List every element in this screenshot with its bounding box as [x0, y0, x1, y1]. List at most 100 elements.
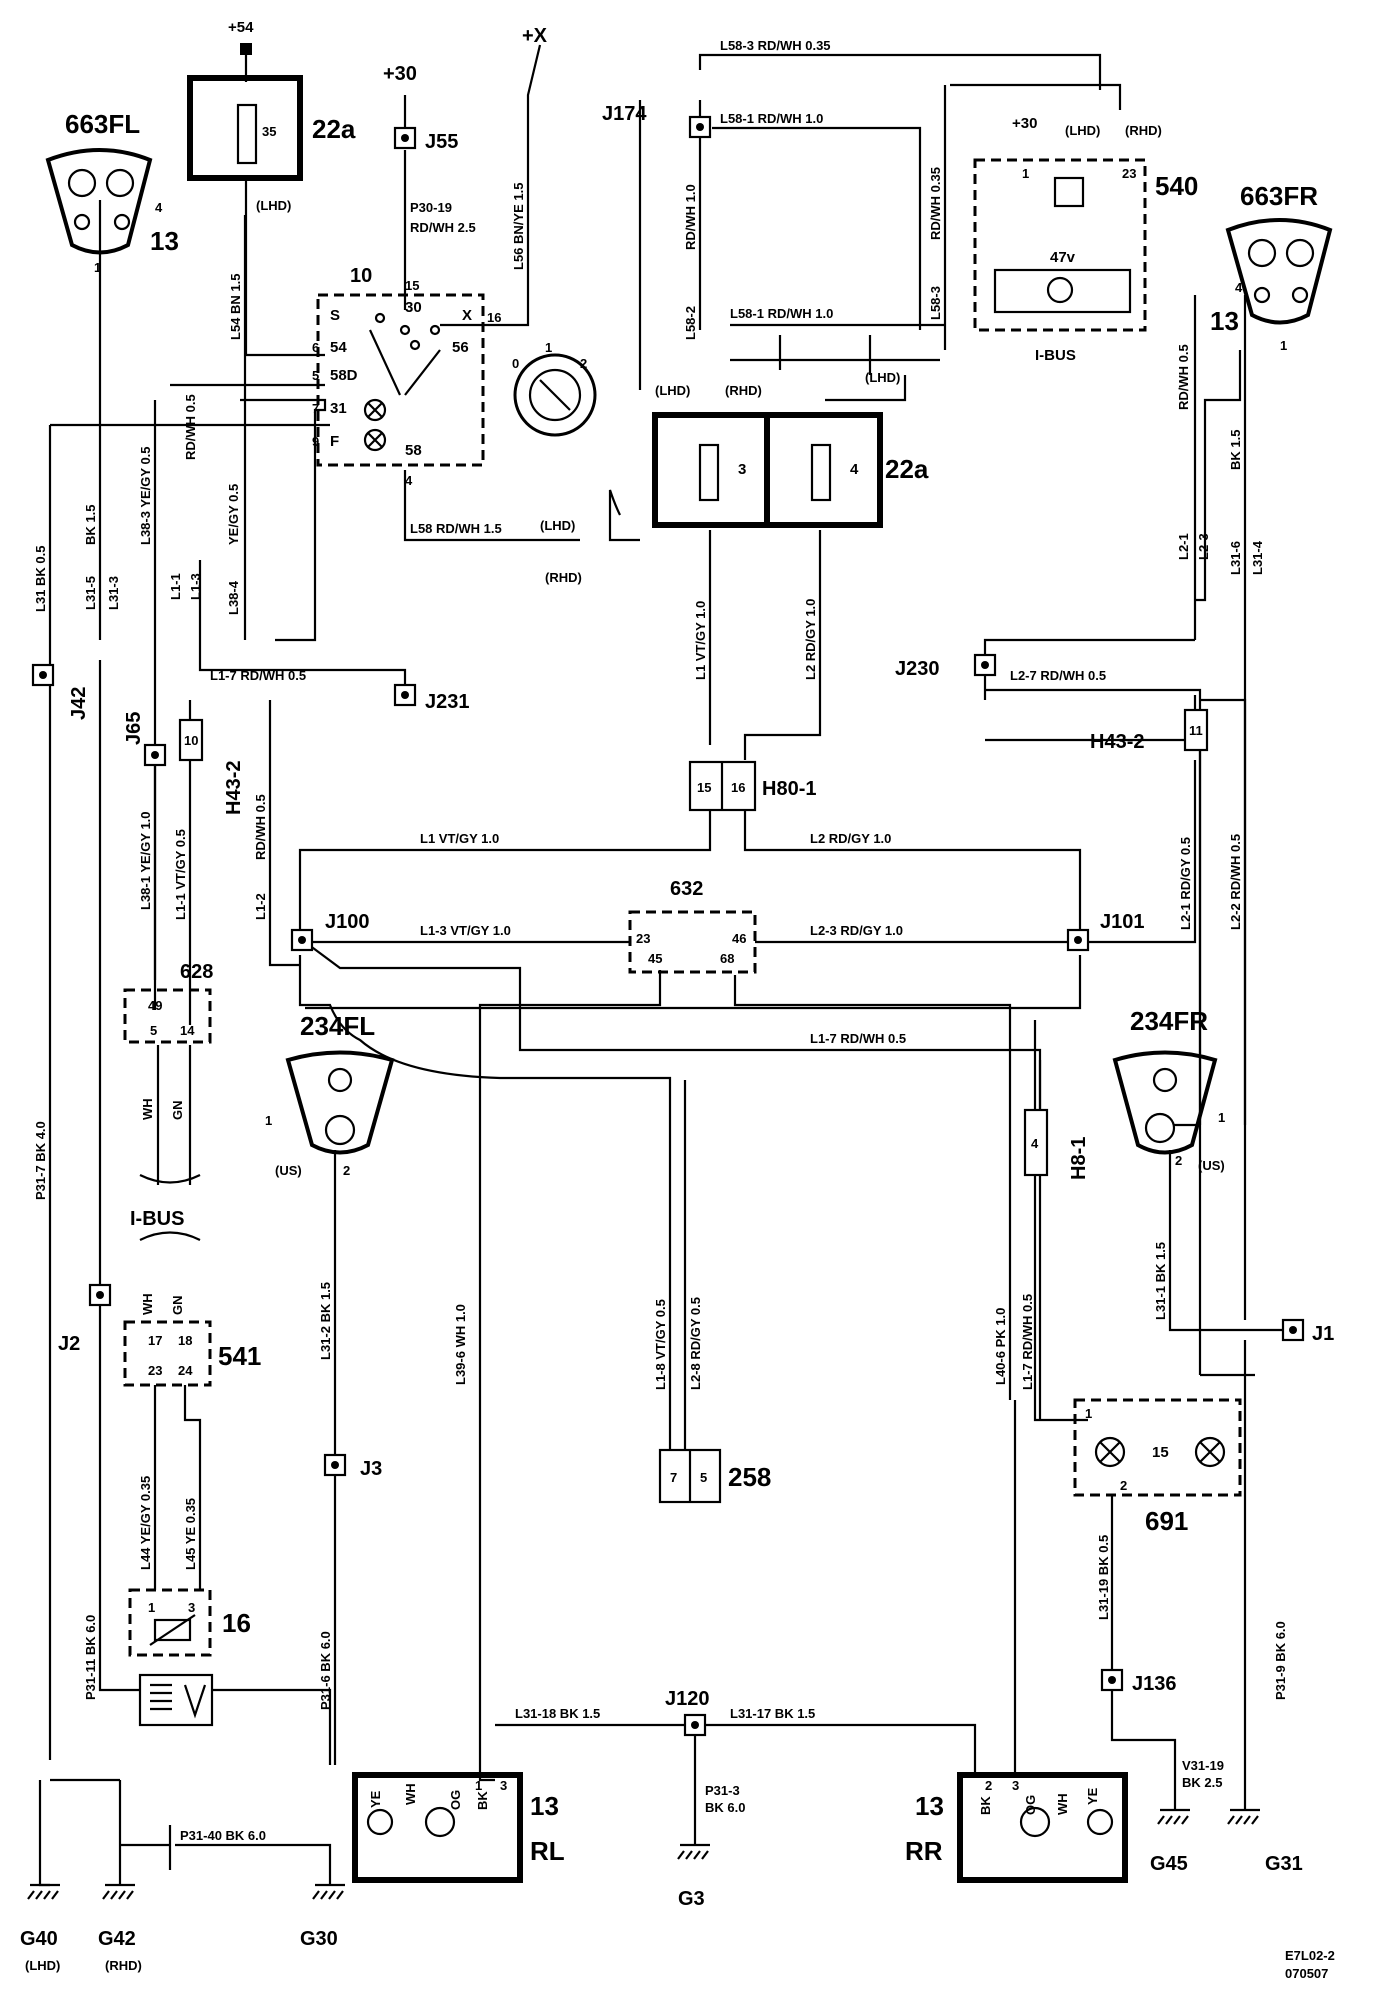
plus30-540-label: +30 — [1012, 115, 1037, 132]
fuse-4-label: 4 — [850, 461, 859, 478]
wire-label: P31-3 — [705, 1783, 740, 1798]
wire-label: L2-1 — [1176, 533, 1191, 560]
plus54-terminal — [240, 43, 252, 55]
wire-label: L31-4 — [1250, 540, 1265, 575]
h80-pin-15: 15 — [697, 780, 711, 795]
pin-58d: 58D — [330, 367, 358, 384]
fuse-35-label: 35 — [262, 124, 276, 139]
rr-pin-ye: YE — [1085, 1787, 1100, 1805]
wire-label: P31-9 BK 6.0 — [1273, 1621, 1288, 1700]
fuse-3-icon — [698, 443, 720, 502]
bulb-dual-icon — [424, 1806, 456, 1838]
sfr-pin-2: 2 — [1175, 1153, 1182, 1168]
wire-label: L39-6 WH 1.0 — [453, 1304, 468, 1385]
rl-label: RL — [530, 1836, 565, 1866]
wire-label: BK 2.5 — [1182, 1775, 1222, 1790]
rhd-note-1: (RHD) — [725, 383, 762, 398]
wire-label: L1-7 RD/WH 0.5 — [1020, 1294, 1035, 1390]
wire-label: L58-2 — [683, 306, 698, 340]
pin-5: 5 — [312, 368, 319, 383]
wire-labels: L58-3 RD/WH 0.35 L58-1 RD/WH 1.0 RD/WH 1… — [33, 38, 1288, 1843]
wire-label: L44 YE/GY 0.35 — [138, 1476, 153, 1570]
module-540-sub: 47v — [1050, 249, 1076, 266]
bulb-icon — [1247, 238, 1277, 268]
fl-13-label: 13 — [150, 226, 179, 256]
lhd-note-5: (LHD) — [1065, 123, 1100, 138]
wire-label: L45 YE 0.35 — [183, 1498, 198, 1570]
j1-label: J1 — [1312, 1323, 1334, 1345]
fog-light-icon — [1053, 176, 1085, 208]
s16-pin-3: 3 — [188, 1600, 195, 1615]
wire-label: L1-3 VT/GY 1.0 — [420, 923, 511, 938]
sfl-pin-2: 2 — [343, 1163, 350, 1178]
wire-label: P30-19 — [410, 200, 452, 215]
dial-2: 2 — [580, 356, 587, 371]
l691-pin-1: 1 — [1085, 1406, 1092, 1421]
pin-7: 7 — [312, 401, 319, 416]
e628-pin-49: 49 — [148, 998, 162, 1013]
bulb-icon — [366, 1808, 394, 1836]
j230-label: J230 — [895, 658, 940, 680]
rl-pin-og: OG — [448, 1790, 463, 1810]
wire-label: L1-3 — [188, 573, 203, 600]
g30-label: G30 — [300, 1928, 338, 1950]
wire-label: V31-19 — [1182, 1758, 1224, 1773]
ecu-628-box — [123, 988, 212, 1044]
wire-label: L31-3 — [106, 576, 121, 610]
e541-pin-24: 24 — [178, 1363, 193, 1378]
bulb-icon — [105, 168, 135, 198]
pin-15: 15 — [405, 278, 419, 293]
rl-num-label: 13 — [530, 1791, 559, 1821]
ecu-541-label: 541 — [218, 1341, 261, 1371]
h43-left-pin: 10 — [184, 733, 198, 748]
wire-label: L1-7 RD/WH 0.5 — [210, 668, 306, 683]
fuse-22a-top-box — [187, 75, 303, 181]
e628-pin-14: 14 — [180, 1023, 195, 1038]
e632-pin-68: 68 — [720, 951, 734, 966]
wire-label: L38-3 YE/GY 0.5 — [138, 446, 153, 545]
diagram-date: 070507 — [1285, 1966, 1328, 1981]
lhd-note-6: (LHD) — [25, 1958, 60, 1973]
ground-symbols — [27, 1808, 1260, 1900]
h80-pin-16: 16 — [731, 780, 745, 795]
rr-pin-bk: BK — [978, 1796, 993, 1815]
e632-pin-46: 46 — [732, 931, 746, 946]
fl-pin-4: 4 — [155, 200, 163, 215]
pin-30: 30 — [405, 299, 422, 316]
wires — [38, 44, 1285, 1887]
ecu-632-label: 632 — [670, 878, 703, 900]
j100-label: J100 — [325, 911, 370, 933]
plusx-label: +X — [522, 25, 548, 47]
rl-pin-wh: WH — [403, 1783, 418, 1805]
e632-pin-23: 23 — [636, 931, 650, 946]
wire-label: WH — [140, 1293, 155, 1315]
c258-pin-7: 7 — [670, 1470, 677, 1485]
rear-light-rr-box — [957, 1772, 1128, 1883]
bulb-small-icon — [73, 213, 91, 231]
pin-58: 58 — [405, 442, 422, 459]
wire-label: L31-2 BK 1.5 — [318, 1282, 333, 1360]
j101-label: J101 — [1100, 911, 1145, 933]
wire-label: RD/WH 0.35 — [928, 167, 943, 240]
light-663fl-housing — [45, 148, 153, 255]
lhd-note-2: (LHD) — [655, 383, 690, 398]
pin-f: F — [330, 433, 339, 450]
wire-label: L56 BN/YE 1.5 — [511, 183, 526, 270]
wire-label: L2-8 RD/GY 0.5 — [688, 1297, 703, 1390]
switch-contacts — [369, 312, 441, 396]
g45-label: G45 — [1150, 1853, 1188, 1875]
rl-pin-bk: BK — [475, 1791, 490, 1810]
h43-2-right — [1183, 708, 1209, 752]
plus54-label: +54 — [228, 19, 254, 36]
wire-label: L54 BN 1.5 — [228, 274, 243, 340]
sensor-16-label: 16 — [222, 1608, 251, 1638]
j231-label: J231 — [425, 691, 470, 713]
pin-56: 56 — [452, 339, 469, 356]
fuse-35-icon — [236, 103, 258, 165]
wire-label: L1-7 RD/WH 0.5 — [810, 1031, 906, 1046]
wire-label: RD/WH 1.0 — [683, 184, 698, 250]
wire-label: L2-7 RD/WH 0.5 — [1010, 668, 1106, 683]
j3-label: J3 — [360, 1458, 382, 1480]
wire-label: L31 BK 0.5 — [33, 546, 48, 612]
wire-label: L58-3 RD/WH 0.35 — [720, 38, 831, 53]
